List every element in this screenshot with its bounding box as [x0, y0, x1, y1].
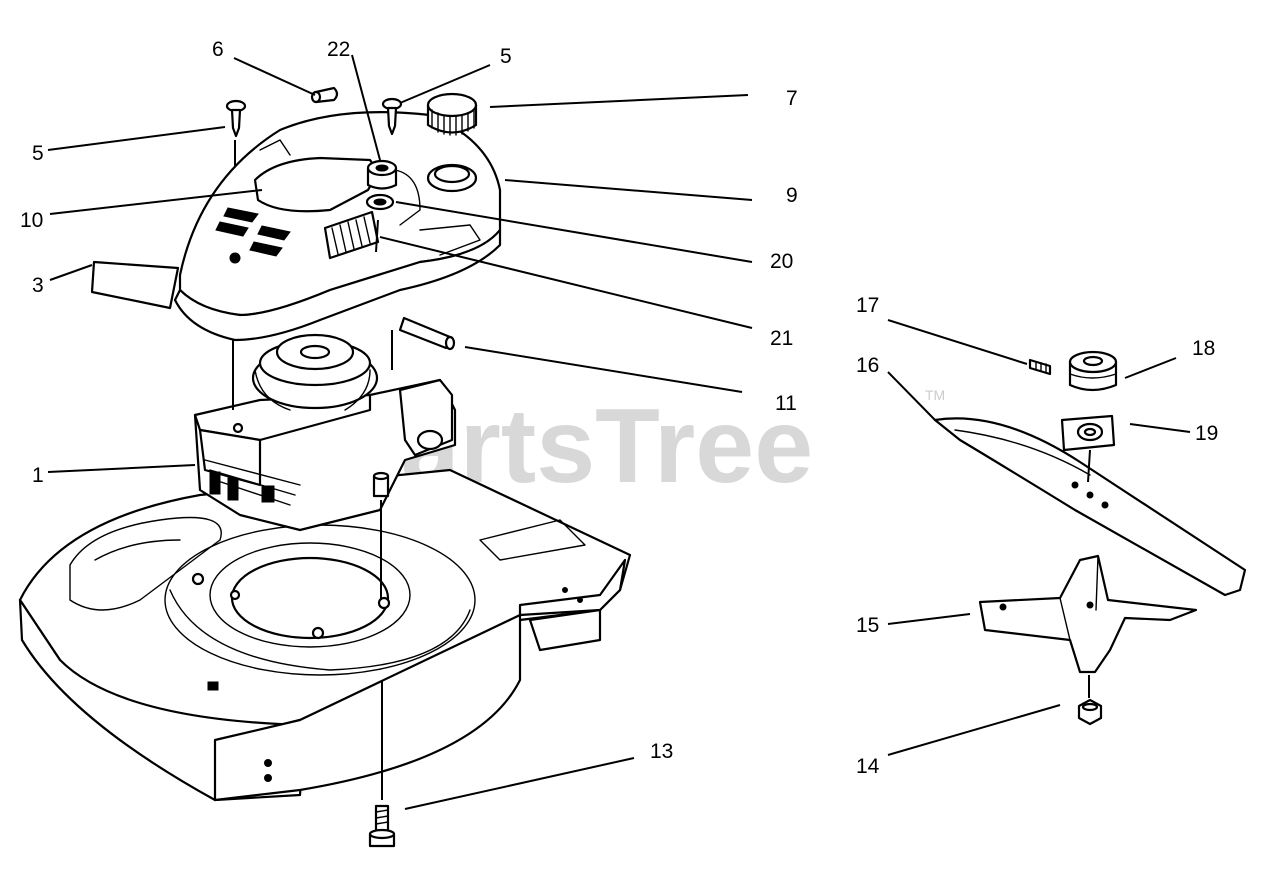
blade-bolt: [368, 804, 396, 848]
watermark-trademark: TM: [925, 387, 945, 403]
fuel-cap: [426, 92, 478, 136]
callout-labels: 6 22 5 5 7 9 10 20 3 21 11 1 13 17 18 16…: [20, 38, 1218, 778]
callout-9: 9: [786, 184, 798, 207]
callout-19: 19: [1195, 422, 1218, 445]
blade-adapter: [1068, 350, 1118, 392]
mower-blade: [933, 417, 1247, 597]
callout-14: 14: [856, 755, 880, 778]
callout-16: 16: [856, 354, 879, 377]
callout-22: 22: [327, 38, 350, 61]
callout-5-left: 5: [32, 142, 44, 165]
knob: [366, 159, 398, 190]
screw-right: [381, 97, 403, 136]
decal: [90, 260, 180, 310]
screw-left: [225, 99, 247, 138]
engine: [193, 333, 457, 532]
hex-nut: [1077, 698, 1103, 726]
callout-20: 20: [770, 250, 793, 273]
control-rod: [375, 219, 379, 253]
callout-6: 6: [212, 38, 224, 61]
engine-shroud: [173, 111, 502, 342]
mower-deck: [18, 468, 632, 802]
spring-pin: [1028, 358, 1052, 376]
callout-21: 21: [770, 327, 793, 350]
callout-10: 10: [20, 209, 43, 232]
stiffener-plate: [1060, 414, 1116, 452]
pin: [310, 86, 339, 104]
impeller: [978, 554, 1198, 674]
callout-1: 1: [32, 464, 44, 487]
callout-3: 3: [32, 274, 44, 297]
callout-17: 17: [856, 294, 879, 317]
callout-15: 15: [856, 614, 879, 637]
callout-7: 7: [786, 87, 798, 110]
callout-13: 13: [650, 740, 673, 763]
primer-bulb: [365, 193, 395, 211]
callout-18: 18: [1192, 337, 1215, 360]
callout-5-top: 5: [500, 45, 512, 68]
leader-lines: [47, 54, 1191, 810]
callout-11: 11: [775, 392, 797, 415]
tube: [398, 316, 456, 351]
